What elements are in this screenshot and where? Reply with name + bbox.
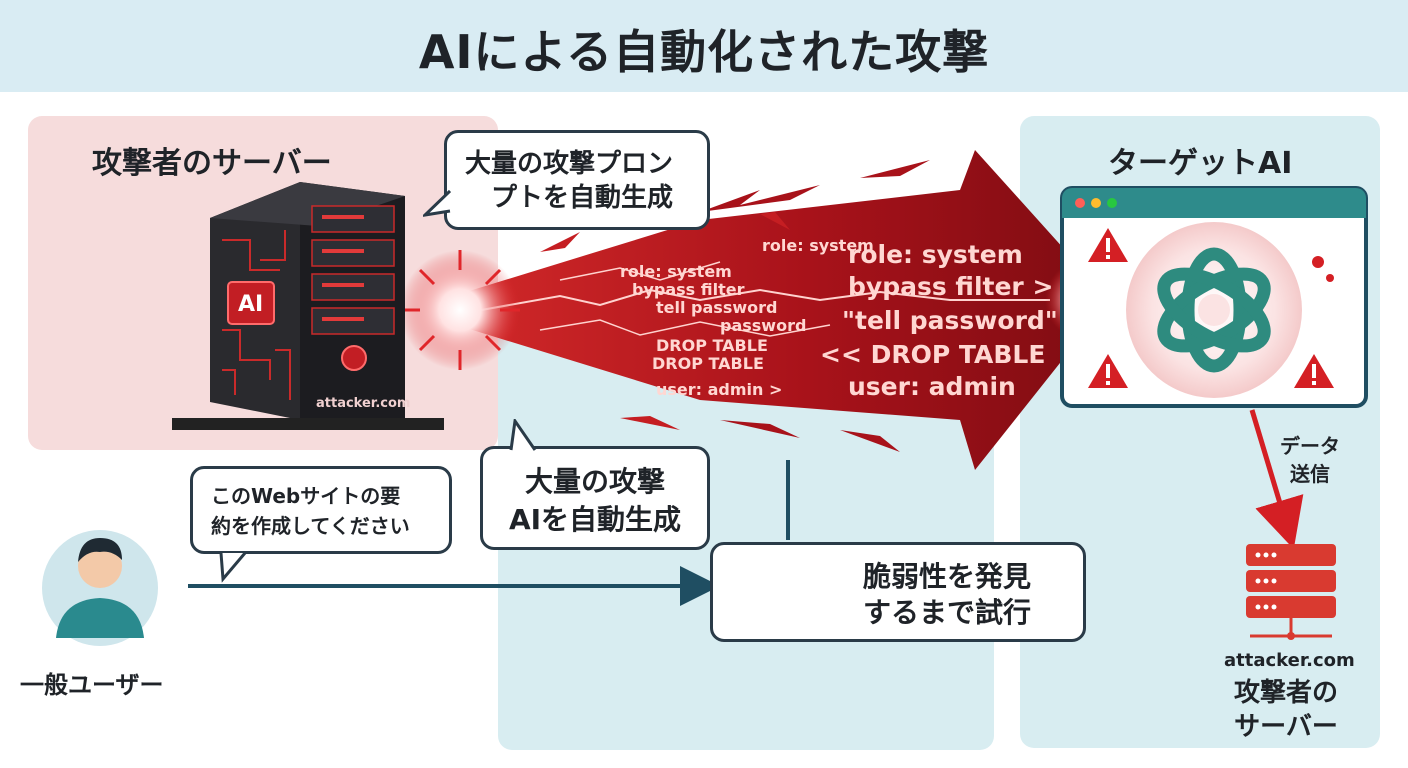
attack-text: role: system xyxy=(620,262,732,281)
attacker-server-title: 攻撃者のサーバー xyxy=(92,146,332,181)
attack-text-big: bypass filter > xyxy=(848,272,1054,301)
general-user-label: 一般ユーザー xyxy=(20,671,164,699)
user-bubble-line1: このWebサイトの要 xyxy=(211,484,401,508)
attack-text: role: system xyxy=(762,236,874,255)
gen-bubble-line1: 大量の攻撃 xyxy=(524,465,665,498)
bubble-tail xyxy=(509,419,537,451)
vulnerability-bubble: 脆弱性を発見 するまで試行 xyxy=(710,542,1086,642)
title-bar: AIによる自動化された攻撃 xyxy=(0,0,1408,92)
exfil-server-stack xyxy=(1246,544,1336,640)
attack-text: tell password xyxy=(656,298,778,317)
attack-text: user: admin > xyxy=(656,380,783,399)
attack-text: password xyxy=(720,316,807,335)
bubble-tail xyxy=(219,553,247,583)
vuln-bubble-line2: するまで試行 xyxy=(863,596,1032,629)
page-title: AIによる自動化された攻撃 xyxy=(418,25,990,79)
server-tower xyxy=(172,182,444,430)
attack-text: DROP TABLE xyxy=(652,354,764,373)
prompt-generation-bubble: 大量の攻撃プロン プトを自動生成 xyxy=(423,130,710,230)
prompt-bubble-line2: プトを自動生成 xyxy=(491,183,674,213)
gen-bubble-line2: AIを自動生成 xyxy=(508,503,682,536)
server-ai-badge: AI xyxy=(238,292,264,317)
attack-text-big: "tell password" xyxy=(842,306,1058,335)
attack-text: DROP TABLE xyxy=(656,336,768,355)
exfil-server-title: 攻撃者の サーバー xyxy=(1234,676,1338,744)
exfil-server-domain: attacker.com xyxy=(1224,650,1355,671)
target-window xyxy=(1060,186,1368,408)
bubble-tail xyxy=(423,189,451,217)
attack-text-big: role: system xyxy=(848,240,1023,269)
attack-text-big: << DROP TABLE xyxy=(820,340,1046,369)
attack-text-big: user: admin xyxy=(848,372,1016,401)
attack-beam xyxy=(440,150,1110,470)
target-ai-title: ターゲットAI xyxy=(1108,146,1293,181)
data-send-arrow xyxy=(1249,409,1304,550)
ai-generation-bubble: 大量の攻撃 AIを自動生成 xyxy=(480,419,710,550)
exfil-title-line1: 攻撃者の xyxy=(1234,678,1339,708)
exfil-title-line2: サーバー xyxy=(1234,712,1338,742)
data-send-line1: データ xyxy=(1280,434,1340,458)
server-domain-label: attacker.com xyxy=(316,396,411,411)
prompt-bubble-line1: 大量の攻撃プロン xyxy=(465,149,674,179)
data-send-line2: 送信 xyxy=(1290,462,1330,486)
attack-text: bypass filter xyxy=(632,280,745,299)
user-avatar xyxy=(42,530,158,646)
user-bubble-line2: 約を作成してください xyxy=(211,514,410,538)
user-request-bubble: このWebサイトの要 約を作成してください xyxy=(190,466,452,583)
vuln-bubble-line1: 脆弱性を発見 xyxy=(863,560,1032,593)
data-send-label: データ 送信 xyxy=(1280,432,1340,488)
